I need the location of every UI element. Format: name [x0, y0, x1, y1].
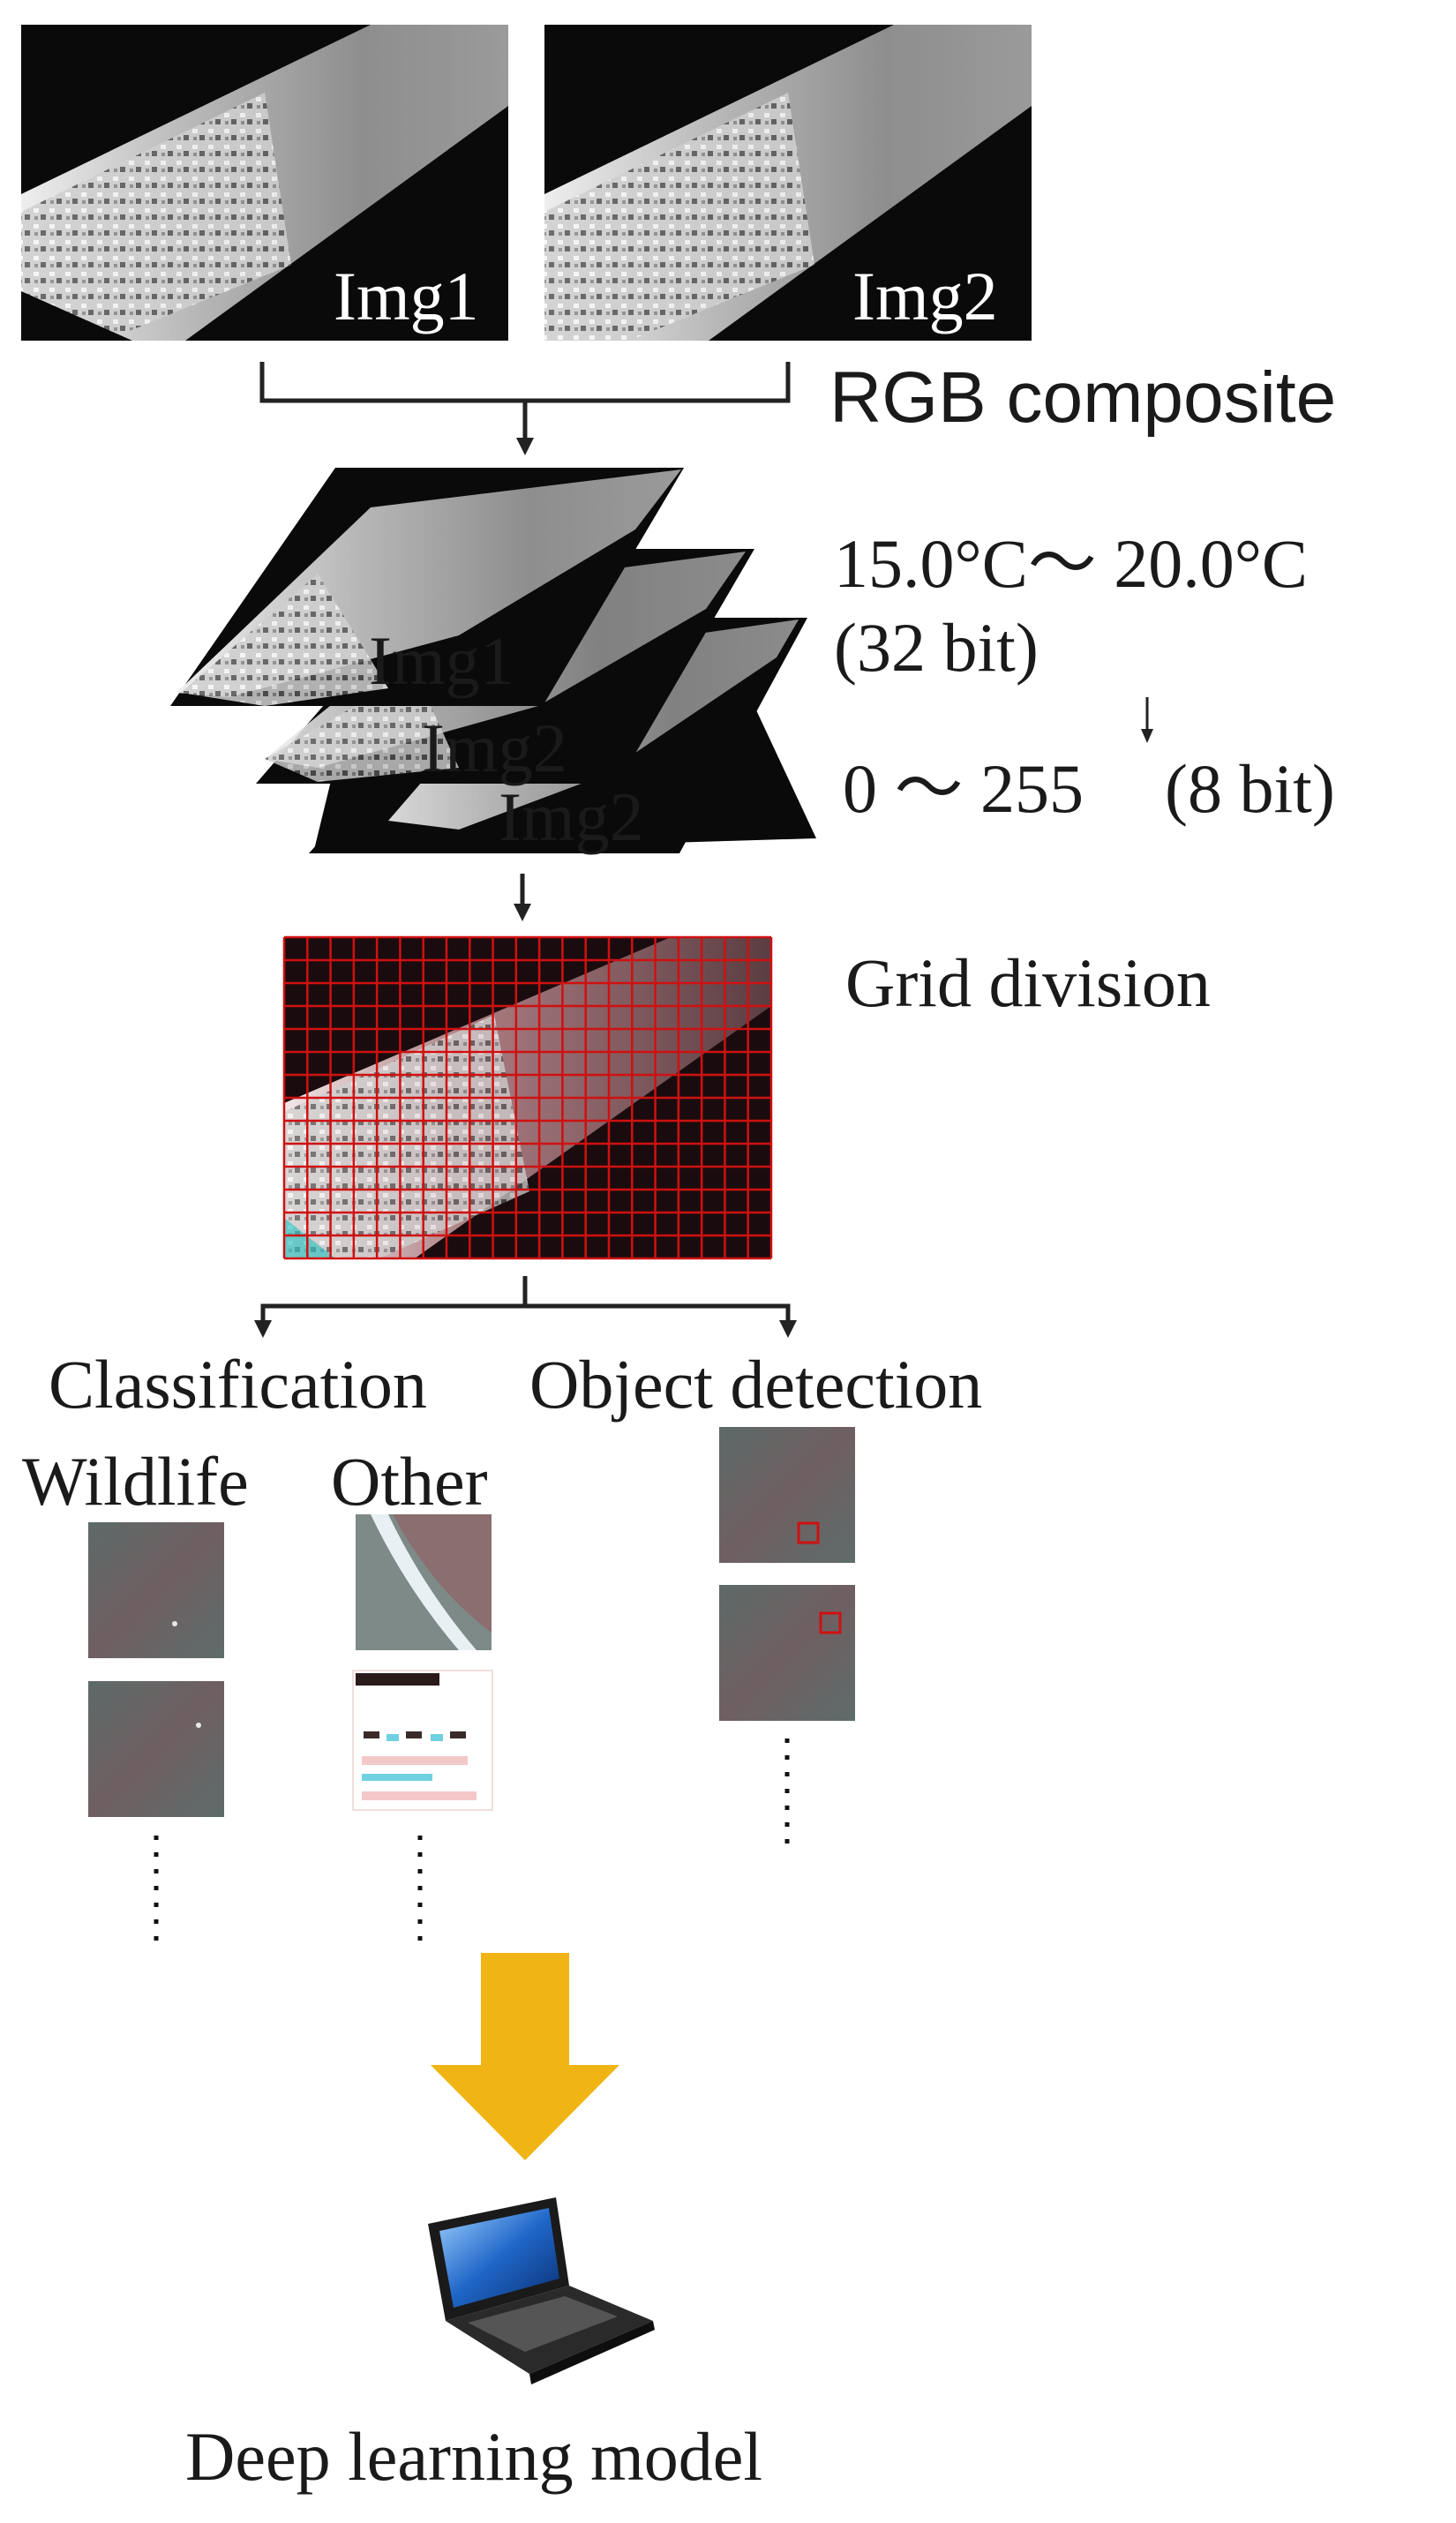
grid-division-label: Grid division	[845, 944, 1211, 1021]
img2-label: Img2	[852, 258, 998, 334]
grid-lines	[282, 935, 773, 1260]
laptop-icon	[428, 2197, 655, 2384]
other-tiles	[352, 1514, 493, 1950]
detection-box	[797, 1521, 820, 1544]
detection-box	[819, 1611, 842, 1634]
classification-label: Classification	[49, 1346, 427, 1423]
wildlife-tile	[88, 1522, 224, 1658]
down-arrow-icon	[431, 1953, 619, 2160]
detection-tiles	[719, 1427, 855, 1853]
down-arrow-icon	[516, 438, 534, 455]
arrow-to-grid	[514, 874, 531, 921]
stack-label-2: Img2	[422, 710, 567, 786]
range-out-label: 0 ～ 255	[843, 750, 1084, 827]
down-arrow-icon	[1141, 729, 1153, 743]
input-image-1: Img1	[21, 25, 508, 341]
input-image-2: Img2	[544, 25, 1032, 341]
bits-in-label: (32 bit)	[834, 609, 1039, 686]
down-arrow-icon	[779, 1320, 797, 1338]
stack-label-1: Img1	[369, 622, 514, 699]
wildlife-tiles	[88, 1522, 224, 1950]
deep-learning-model-label: Deep learning model	[185, 2418, 762, 2495]
detection-tile	[719, 1427, 855, 1563]
wildlife-tile	[88, 1681, 224, 1817]
detection-tile	[719, 1585, 855, 1721]
object-detection-label: Object detection	[529, 1346, 982, 1423]
other-tile	[352, 1670, 493, 1811]
rgb-composite-label: RGB composite	[829, 357, 1336, 438]
down-arrow-icon	[254, 1320, 272, 1338]
stack-layer-front: Img1	[170, 468, 684, 706]
stack-label-3: Img2	[499, 778, 644, 855]
other-label: Other	[331, 1443, 488, 1520]
range-in-label: 15.0°C～ 20.0°C	[834, 525, 1308, 602]
down-arrow-icon	[514, 904, 531, 921]
branch-split	[254, 1276, 797, 1338]
bits-out-label: (8 bit)	[1165, 750, 1335, 827]
grid-image	[282, 935, 773, 1260]
conversion-arrow	[1141, 697, 1153, 743]
merge-bracket	[259, 362, 791, 455]
image-stack: Img2 Img2 Img1	[170, 468, 816, 855]
img1-label: Img1	[334, 258, 479, 334]
wildlife-label: Wildlife	[22, 1443, 249, 1520]
